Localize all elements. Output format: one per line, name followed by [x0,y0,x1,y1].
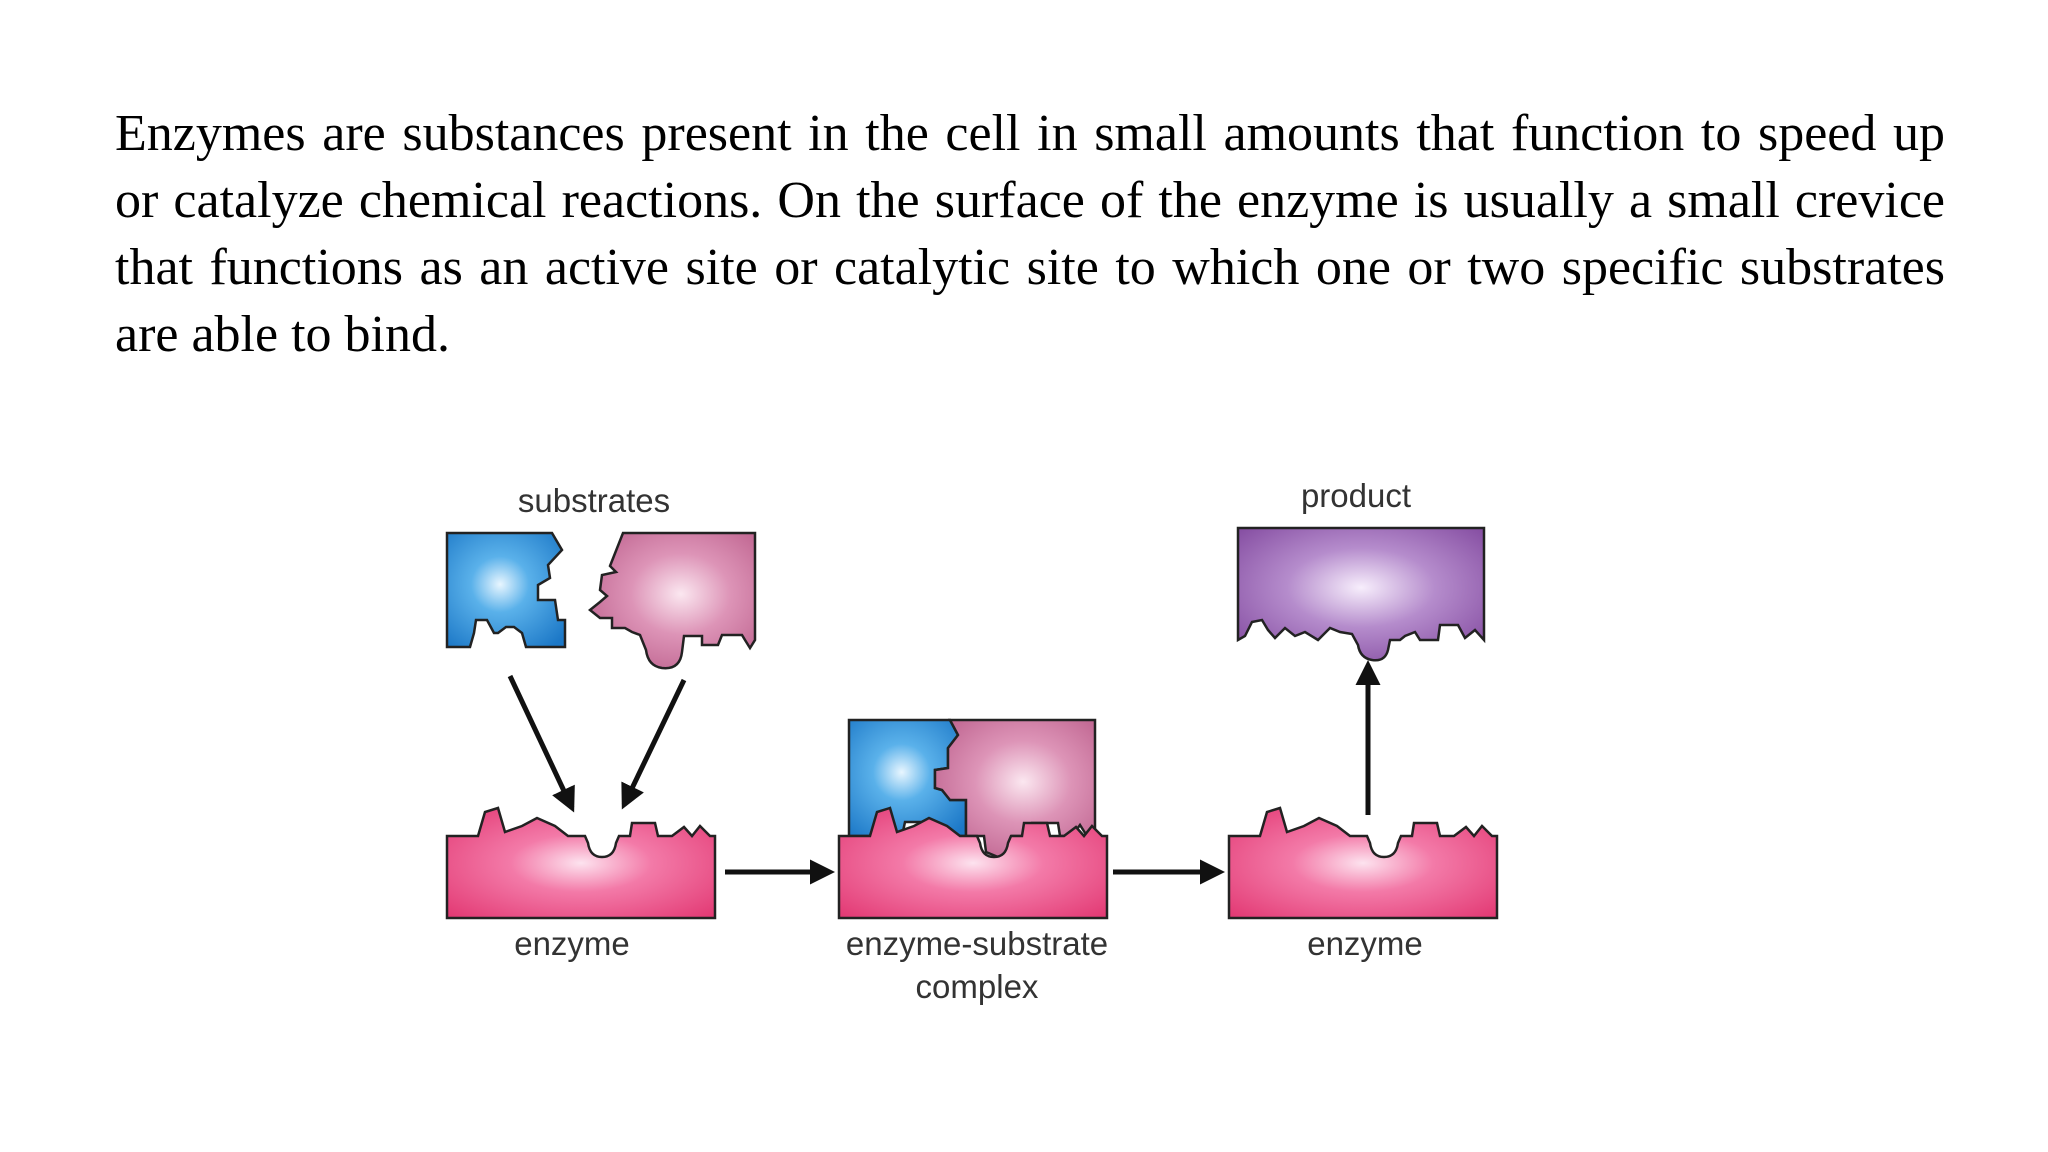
label-complex-line2: complex [916,968,1039,1005]
arrow-substrate-a-to-enzyme [507,674,575,813]
description-paragraph: Enzymes are substances present in the ce… [115,105,1945,363]
enzyme-right-shape [1227,806,1499,920]
label-product: product [1301,477,1411,514]
arrow-substrate-b-to-enzyme [621,678,687,810]
substrate-a-shape [445,531,567,649]
complex-enzyme-shape [837,806,1109,920]
label-enzyme-right: enzyme [1307,925,1423,962]
enzyme-left-shape [445,806,717,920]
product-shape [1236,526,1486,662]
label-complex-line1: enzyme-substrate [846,925,1108,962]
label-substrates: substrates [518,482,670,519]
substrate-b-shape [587,531,757,670]
label-enzyme-left: enzyme [514,925,630,962]
